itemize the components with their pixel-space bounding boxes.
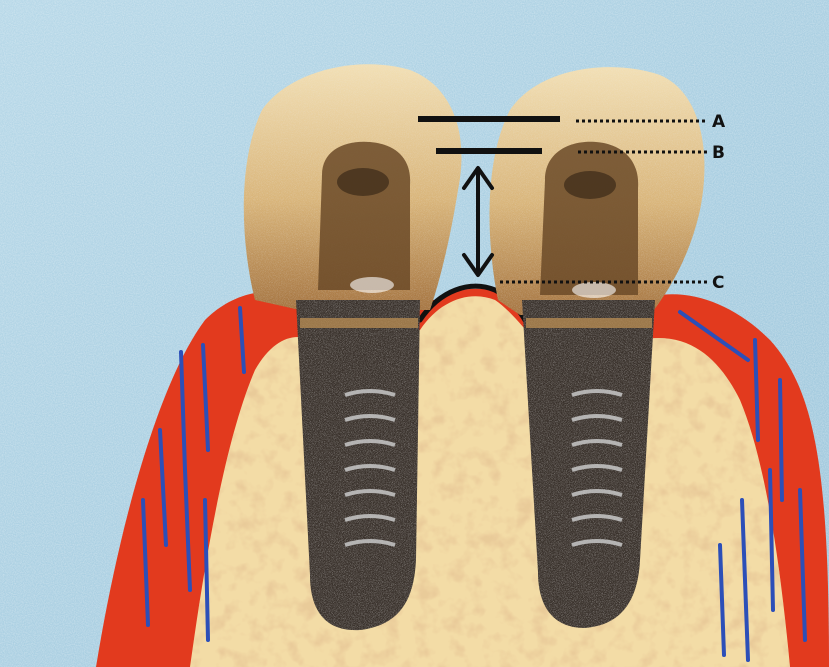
label-c: C xyxy=(712,273,724,293)
right-abutment xyxy=(540,142,638,295)
left-abutment xyxy=(318,142,410,290)
label-a: A xyxy=(712,112,726,132)
label-b: B xyxy=(712,143,725,163)
